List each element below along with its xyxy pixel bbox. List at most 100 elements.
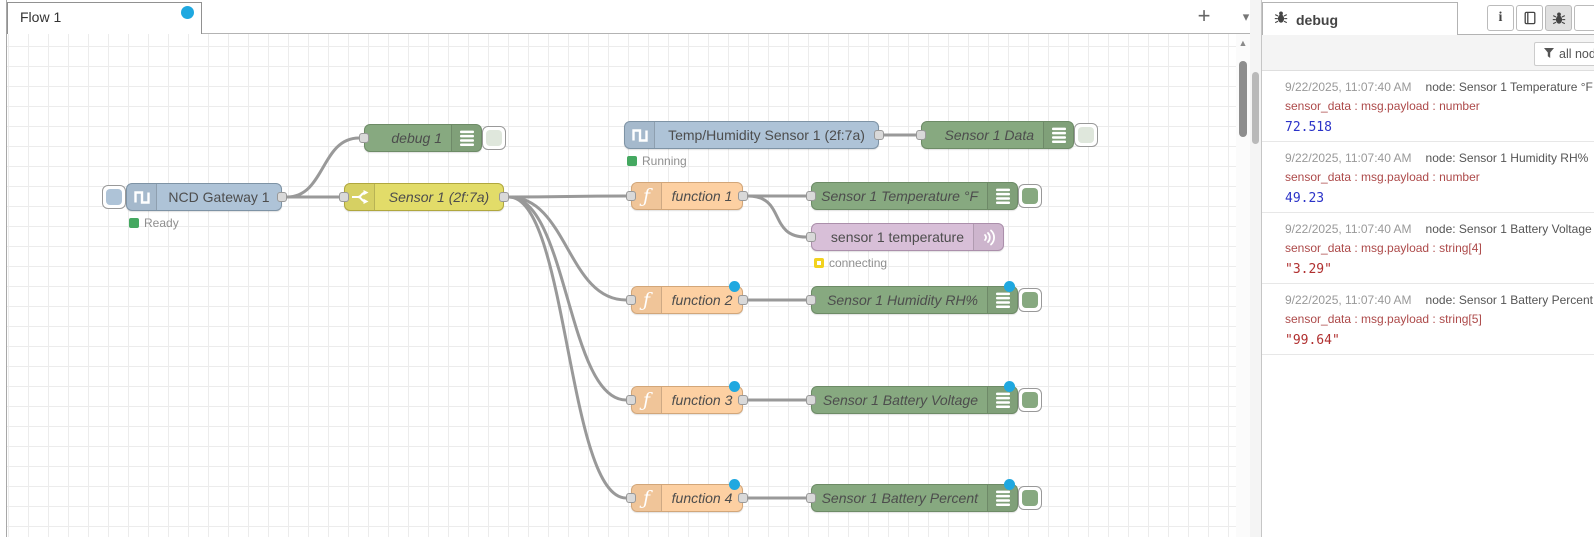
wire-sensor1-to-function3[interactable] <box>507 195 628 402</box>
debug-toggle-button[interactable] <box>1018 486 1042 510</box>
node-changed-dot <box>729 381 740 392</box>
toggle-state <box>1078 127 1094 143</box>
debug-sidebar: debug i all nodes 9/22/2025, 11:07:40 AM… <box>1262 0 1594 537</box>
output-port[interactable] <box>738 295 748 305</box>
debug-list-icon <box>451 125 481 151</box>
input-port[interactable] <box>806 232 816 242</box>
node-sensor1[interactable]: Sensor 1 (2f:7a) <box>339 183 509 211</box>
debug-filter-button[interactable]: all nodes <box>1534 42 1594 66</box>
debug-list-icon <box>1043 122 1073 148</box>
wire-sensor1-to-function2[interactable] <box>507 195 628 302</box>
status-text: connecting <box>829 256 888 270</box>
input-port[interactable] <box>626 191 636 201</box>
help-tab-button[interactable] <box>1516 5 1543 31</box>
scrollbar-thumb[interactable] <box>1239 61 1247 137</box>
splitter-grip-icon <box>1252 72 1259 144</box>
input-port[interactable] <box>806 395 816 405</box>
output-port[interactable] <box>738 395 748 405</box>
canvas-vertical-scrollbar[interactable]: ▲ <box>1236 34 1250 537</box>
flow-tabbar: Flow 1 + ▾ <box>7 0 1250 34</box>
debug-toggle-button[interactable] <box>1018 388 1042 412</box>
output-port[interactable] <box>738 493 748 503</box>
node-humidity[interactable]: Sensor 1 Humidity RH% <box>806 281 1042 314</box>
node-changed-dot <box>729 281 740 292</box>
node-percent[interactable]: Sensor 1 Battery Percent <box>806 479 1042 512</box>
node-label: Sensor 1 (2f:7a) <box>388 189 490 205</box>
output-port[interactable] <box>874 130 884 140</box>
message-property: sensor_data : msg.payload : number <box>1285 99 1480 113</box>
message-value: "99.64" <box>1285 333 1340 348</box>
add-flow-button[interactable]: + <box>1191 2 1217 30</box>
node-sensor1data[interactable]: Sensor 1 Data <box>916 121 1098 149</box>
input-port[interactable] <box>339 192 349 202</box>
message-value: "3.29" <box>1285 262 1332 277</box>
input-port[interactable] <box>359 133 369 143</box>
split-icon <box>345 184 375 210</box>
node-temphum[interactable]: Temp/Humidity Sensor 1 (2f:7a)Running <box>624 121 884 168</box>
wire-sensor1-to-function1[interactable] <box>507 194 628 199</box>
toggle-state <box>486 130 502 146</box>
input-port[interactable] <box>806 295 816 305</box>
node-changed-dot <box>1004 281 1015 292</box>
scroll-up-arrow-icon[interactable]: ▲ <box>1236 36 1250 50</box>
partial-tab-button[interactable] <box>1574 5 1594 31</box>
inject-button[interactable] <box>102 185 126 209</box>
function-icon: ƒ <box>632 485 662 511</box>
sidebar-tab-debug[interactable]: debug <box>1262 2 1458 36</box>
node-voltage[interactable]: Sensor 1 Battery Voltage <box>806 381 1042 414</box>
message-node-name: node: Sensor 1 Battery Percent <box>1425 293 1593 307</box>
input-port[interactable] <box>806 493 816 503</box>
input-port[interactable] <box>626 493 636 503</box>
debug-toggle-button[interactable] <box>1018 288 1042 312</box>
status-dot-icon <box>627 156 637 166</box>
toggle-state <box>1022 188 1038 204</box>
debug-tab-button[interactable] <box>1545 5 1572 31</box>
input-port[interactable] <box>806 191 816 201</box>
status-dot-icon <box>129 218 139 228</box>
node-label: function 2 <box>671 292 733 308</box>
node-label: Sensor 1 Battery Percent <box>821 490 978 506</box>
tab-flow-1[interactable]: Flow 1 <box>7 2 202 34</box>
flow-list-button[interactable]: ▾ <box>1233 2 1259 30</box>
debug-toggle-button[interactable] <box>1018 184 1042 208</box>
node-status: connecting <box>814 256 887 270</box>
node-changed-dot <box>729 479 740 490</box>
debug-toolbar: all nodes <box>1262 35 1594 71</box>
output-port[interactable] <box>499 192 509 202</box>
wire-sensor1-to-function4[interactable] <box>507 195 628 500</box>
message-timestamp: 9/22/2025, 11:07:40 AM <box>1285 151 1412 165</box>
node-debug1[interactable]: debug 1 <box>359 124 506 152</box>
debug-toggle-button[interactable] <box>1074 123 1098 147</box>
message-timestamp: 9/22/2025, 11:07:40 AM <box>1285 293 1412 307</box>
message-timestamp: 9/22/2025, 11:07:40 AM <box>1285 222 1412 236</box>
message-property: sensor_data : msg.payload : string[4] <box>1285 241 1482 255</box>
output-port[interactable] <box>277 192 287 202</box>
input-port[interactable] <box>626 295 636 305</box>
input-port[interactable] <box>626 395 636 405</box>
signal-icon <box>973 224 1003 250</box>
node-changed-dot <box>1004 479 1015 490</box>
node-temperature[interactable]: Sensor 1 Temperature °F <box>806 182 1042 210</box>
node-changed-dot <box>1004 381 1015 392</box>
function-glyph: ƒ <box>642 185 651 207</box>
input-port[interactable] <box>916 130 926 140</box>
wire-gateway-to-debug1[interactable] <box>285 136 361 199</box>
toggle-state <box>1022 292 1038 308</box>
wire-function1-to-mqtt_temp[interactable] <box>746 194 808 239</box>
output-port[interactable] <box>738 191 748 201</box>
info-tab-button[interactable]: i <box>1487 5 1514 31</box>
sidebar-splitter[interactable] <box>1250 0 1262 537</box>
debug-toggle-button[interactable] <box>482 126 506 150</box>
